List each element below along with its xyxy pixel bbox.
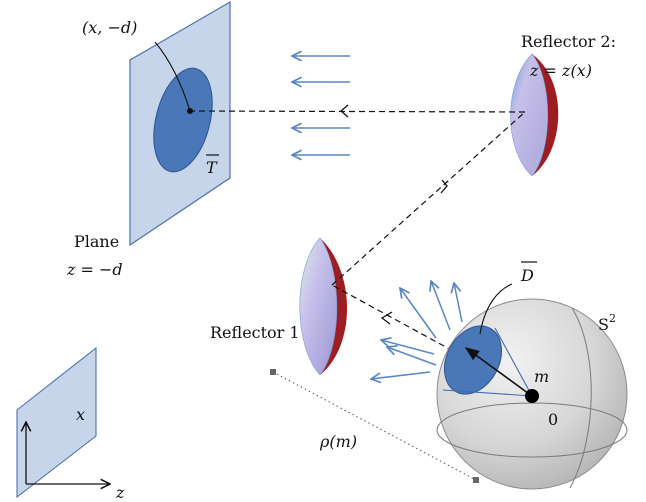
unit-sphere	[436, 283, 628, 490]
origin-point	[525, 389, 539, 403]
m-label: m	[534, 367, 549, 386]
origin-label: 0	[548, 410, 558, 429]
ray-direction-marks	[340, 104, 448, 325]
rho-label: ρ(m)	[319, 432, 357, 451]
T-label: T	[206, 158, 218, 177]
rho-distance	[270, 369, 479, 483]
plane-equation: z = −d	[66, 260, 123, 279]
reflector-2-equation: z = z(x)	[529, 61, 592, 80]
z-axis-label: z	[115, 483, 125, 502]
target-point-label: (x, −d)	[82, 18, 137, 37]
reflector-2-title: Reflector 2:	[521, 32, 616, 51]
target-point-leader	[154, 41, 191, 112]
target-region-T	[153, 67, 213, 173]
cone-lines	[442, 327, 533, 397]
reflector-2	[510, 53, 559, 177]
incoming-arrows	[292, 56, 350, 155]
S2-label: S2	[598, 312, 616, 334]
target-plane	[129, 0, 231, 247]
D-label: D	[520, 266, 534, 285]
reflector-1-label: Reflector 1	[210, 323, 300, 342]
D-leader	[479, 283, 513, 335]
coordinate-frame	[16, 346, 110, 499]
ray-path	[189, 110, 533, 395]
plane-label: Plane	[74, 232, 119, 251]
direction-m-arrow	[464, 347, 533, 397]
source-arrows	[371, 281, 463, 379]
x-axis-label: x	[76, 405, 85, 424]
reflector-1	[299, 237, 348, 376]
